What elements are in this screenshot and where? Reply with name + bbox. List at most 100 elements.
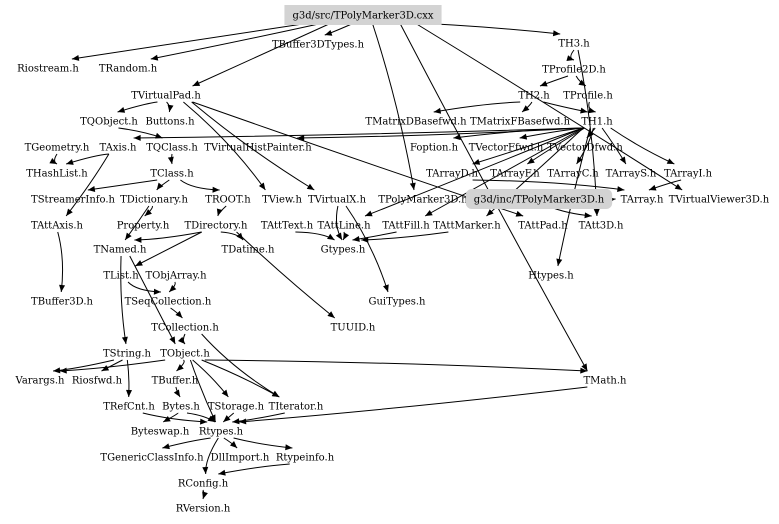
node-tpolymarker3d[interactable]: TPolyMarker3D.h	[378, 195, 468, 206]
arrowhead-icon	[87, 186, 96, 192]
node-tstring[interactable]: TString.h	[103, 349, 152, 360]
node-byteswap[interactable]: Byteswap.h	[131, 427, 190, 438]
node-dllimport[interactable]: DllImport.h	[211, 453, 270, 464]
node-trandom[interactable]: TRandom.h	[99, 64, 158, 75]
node-inctpolymarker3d[interactable]: g3d/inc/TPolyMarker3D.h	[465, 189, 613, 209]
node-tdatime[interactable]: TDatime.h	[222, 245, 275, 256]
node-tobject[interactable]: TObject.h	[160, 349, 210, 360]
node-tcollection[interactable]: TCollection.h	[151, 323, 219, 334]
node-label: TArrayF.h	[490, 169, 540, 180]
node-foption[interactable]: Foption.h	[410, 143, 459, 154]
node-tvirtualviewer3d[interactable]: TVirtualViewer3D.h	[669, 195, 770, 206]
node-rconfig[interactable]: RConfig.h	[178, 479, 229, 490]
node-tarrayd[interactable]: TArrayD.h	[426, 169, 478, 180]
node-tbuffer3dtypes[interactable]: TBuffer3DTypes.h	[272, 40, 365, 51]
node-trefcnt[interactable]: TRefCnt.h	[103, 402, 155, 413]
node-tmath[interactable]: TMath.h	[584, 376, 628, 387]
node-tgeometry[interactable]: TGeometry.h	[25, 143, 90, 154]
arrowhead-icon	[365, 210, 373, 217]
node-thashlist[interactable]: THashList.h	[26, 169, 88, 180]
node-label: TArrayD.h	[426, 169, 478, 180]
node-htypes[interactable]: Htypes.h	[528, 271, 574, 282]
node-label: Bytes.h	[162, 402, 200, 413]
arrowhead-icon	[581, 363, 588, 371]
node-tqobject[interactable]: TQObject.h	[80, 117, 138, 128]
node-property[interactable]: Property.h	[117, 221, 170, 232]
node-label: TPolyMarker3D.h	[378, 195, 468, 206]
node-tdictionary[interactable]: TDictionary.h	[120, 195, 188, 206]
edge-rtypes-to-tgenericclassinfo	[162, 437, 211, 449]
node-tvirtualpad[interactable]: TVirtualPad.h	[131, 91, 201, 102]
arrowhead-icon	[169, 284, 177, 292]
node-riostream[interactable]: Riostream.h	[17, 64, 79, 75]
node-troot[interactable]: TROOT.h	[205, 195, 251, 206]
node-tclass[interactable]: TClass.h	[150, 169, 194, 180]
node-tvirtualx[interactable]: TVirtualX.h	[308, 195, 367, 206]
node-label: TProfile2D.h	[542, 65, 606, 76]
node-guitypes[interactable]: GuiTypes.h	[368, 297, 426, 308]
node-tvirtualhistpainter[interactable]: TVirtualHistPainter.h	[204, 143, 312, 154]
node-tmatrixfbasefwd[interactable]: TMatrixFBasefwd.h	[470, 117, 571, 128]
node-tarrayi[interactable]: TArrayI.h	[664, 169, 713, 180]
node-tatttext[interactable]: TAttText.h	[261, 221, 314, 232]
edge-th1-to-tattfill	[424, 127, 584, 217]
node-rversion[interactable]: RVersion.h	[176, 504, 231, 515]
node-tattfill[interactable]: TAttFill.h	[382, 221, 430, 232]
node-tattline[interactable]: TAttLine.h	[317, 221, 371, 232]
node-tarrayf[interactable]: TArrayF.h	[490, 169, 540, 180]
node-tarrayc[interactable]: TArrayC.h	[547, 169, 599, 180]
node-gtypes[interactable]: Gtypes.h	[321, 245, 366, 256]
node-tgenericclassinfo[interactable]: TGenericClassInfo.h	[100, 453, 204, 464]
node-tattmarker[interactable]: TAttMarker.h	[433, 221, 501, 232]
node-label: TAttMarker.h	[433, 221, 501, 232]
node-tlist[interactable]: TList.h	[103, 271, 139, 282]
arrowhead-icon	[223, 415, 231, 422]
node-tvectordfwd[interactable]: TVectorDfwd.h	[547, 143, 623, 154]
node-buttons[interactable]: Buttons.h	[145, 117, 195, 128]
node-tattaxis[interactable]: TAttAxis.h	[31, 221, 84, 232]
node-tstorage[interactable]: TStorage.h	[208, 402, 265, 413]
node-root[interactable]: g3d/src/TPolyMarker3D.cxx	[284, 5, 442, 25]
node-tbuffer[interactable]: TBuffer.h	[152, 376, 199, 387]
node-label: TArrayC.h	[547, 169, 599, 180]
node-tmatrixdbasefwd[interactable]: TMatrixDBasefwd.h	[365, 117, 467, 128]
node-rtypeinfo[interactable]: Rtypeinfo.h	[276, 453, 335, 464]
arrowhead-icon	[134, 236, 142, 243]
node-bytes[interactable]: Bytes.h	[162, 402, 200, 413]
node-taxis[interactable]: TAxis.h	[100, 143, 137, 154]
node-label: g3d/src/TPolyMarker3D.cxx	[292, 11, 433, 22]
node-label: GuiTypes.h	[368, 297, 426, 308]
node-th2[interactable]: TH2.h	[518, 91, 550, 102]
node-tdirectory[interactable]: TDirectory.h	[185, 221, 249, 232]
node-titerator[interactable]: TIterator.h	[269, 402, 324, 413]
arrowhead-icon	[352, 235, 360, 242]
edge-trefcnt-to-rtypes	[142, 412, 208, 423]
node-tattpad[interactable]: TAttPad.h	[518, 221, 568, 232]
node-tprofile[interactable]: TProfile.h	[563, 91, 613, 102]
node-tarray[interactable]: TArray.h	[621, 195, 664, 206]
arrowhead-icon	[207, 415, 215, 422]
node-th1[interactable]: TH1.h	[581, 117, 613, 128]
edge-tcollection-to-titerator	[201, 333, 280, 398]
node-tvectorffwd[interactable]: TVectorFfwd.h	[469, 143, 544, 154]
node-tnamed[interactable]: TNamed.h	[94, 245, 147, 256]
node-tview[interactable]: TView.h	[262, 195, 302, 206]
arrowhead-icon	[53, 367, 61, 374]
arrowhead-icon	[178, 336, 185, 344]
edge-tvirtualpad-to-tvirtualx	[191, 101, 315, 191]
node-tatt3d[interactable]: TAtt3D.h	[579, 221, 624, 232]
node-rtypes[interactable]: Rtypes.h	[199, 427, 244, 438]
node-tobjarray[interactable]: TObjArray.h	[145, 271, 207, 282]
node-tseqcollection[interactable]: TSeqCollection.h	[125, 297, 212, 308]
node-tuuid[interactable]: TUUID.h	[331, 323, 376, 334]
node-riosfwd[interactable]: Riosfwd.h	[72, 376, 123, 387]
node-varargs[interactable]: Varargs.h	[15, 376, 66, 387]
node-tarrays[interactable]: TArrayS.h	[606, 169, 657, 180]
node-tstreamerinfo[interactable]: TStreamerInfo.h	[31, 195, 115, 206]
node-label: TRefCnt.h	[103, 402, 155, 413]
node-tqclass[interactable]: TQClass.h	[146, 143, 198, 154]
node-label: TArrayI.h	[664, 169, 713, 180]
node-th3[interactable]: TH3.h	[558, 39, 590, 50]
node-tbuffer3d[interactable]: TBuffer3D.h	[31, 297, 93, 308]
node-tprofile2d[interactable]: TProfile2D.h	[542, 65, 606, 76]
